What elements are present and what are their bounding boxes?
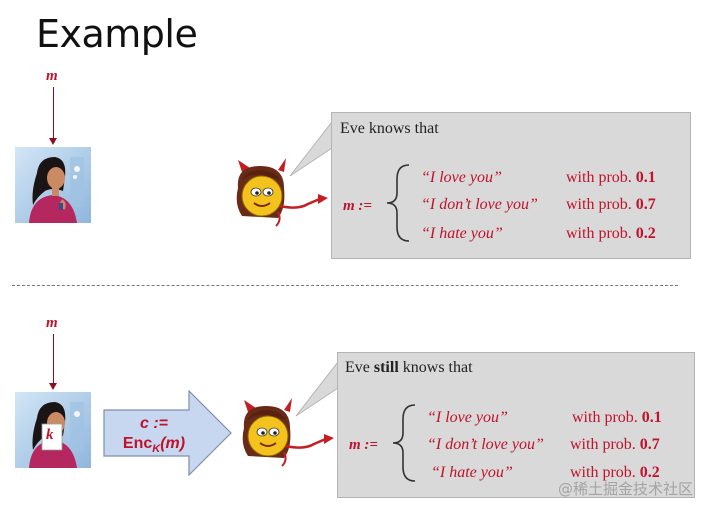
enc-function: Enc <box>122 435 153 452</box>
bottom-callout-header: Eve still knows that <box>345 359 473 376</box>
bottom-callout-tail <box>295 356 342 417</box>
eve-figure-bottom <box>242 398 334 467</box>
top-row-1-message: “I love you” <box>421 169 502 186</box>
top-callout-header: Eve knows that <box>340 120 439 137</box>
top-row-2-message: “I don’t love you” <box>421 196 538 213</box>
bottom-row-1-message: “I love you” <box>427 409 508 426</box>
bottom-row-2-message: “I don’t love you” <box>427 436 544 453</box>
encrypt-label: c := EncK(m) <box>108 414 200 459</box>
top-row-3-prob: with prob. 0.2 <box>566 225 656 242</box>
eve-figure <box>236 158 328 227</box>
ciphertext-var: c := <box>139 415 168 432</box>
bottom-arrow-line <box>53 334 54 384</box>
alice-figure <box>15 147 91 223</box>
slide-title: Example <box>36 12 198 56</box>
bottom-row-2-prob: with prob. 0.7 <box>570 436 660 453</box>
bottom-m-label: m := <box>349 437 378 453</box>
top-row-3-message: “I hate you” <box>421 225 503 242</box>
top-callout-tail <box>289 116 336 177</box>
top-row-2-prob: with prob. 0.7 <box>566 196 656 213</box>
bottom-row-3-prob: with prob. 0.2 <box>570 464 660 481</box>
encrypt-arrow <box>103 390 232 476</box>
bottom-arrow-head <box>49 383 57 390</box>
top-row-1-prob: with prob. 0.1 <box>566 169 656 186</box>
bottom-row-1-prob: with prob. 0.1 <box>572 409 662 426</box>
watermark: @稀土掘金技术社区 <box>557 480 693 498</box>
bottom-row-3-message: “I hate you” <box>431 464 513 481</box>
bottom-callout-box <box>337 352 695 498</box>
bottom-brace <box>392 404 416 482</box>
bottom-message-var: m <box>46 315 58 331</box>
top-arrow-head <box>49 138 57 145</box>
top-message-var: m <box>46 68 58 84</box>
top-m-label: m := <box>343 198 372 214</box>
key-label: k <box>46 427 54 443</box>
enc-argument: (m) <box>160 435 186 452</box>
alice-figure-with-key <box>15 392 91 468</box>
enc-key-subscript: K <box>152 443 161 456</box>
top-arrow-line <box>53 87 54 139</box>
top-callout-box <box>331 112 691 259</box>
section-divider <box>12 285 678 286</box>
top-brace <box>386 164 410 242</box>
